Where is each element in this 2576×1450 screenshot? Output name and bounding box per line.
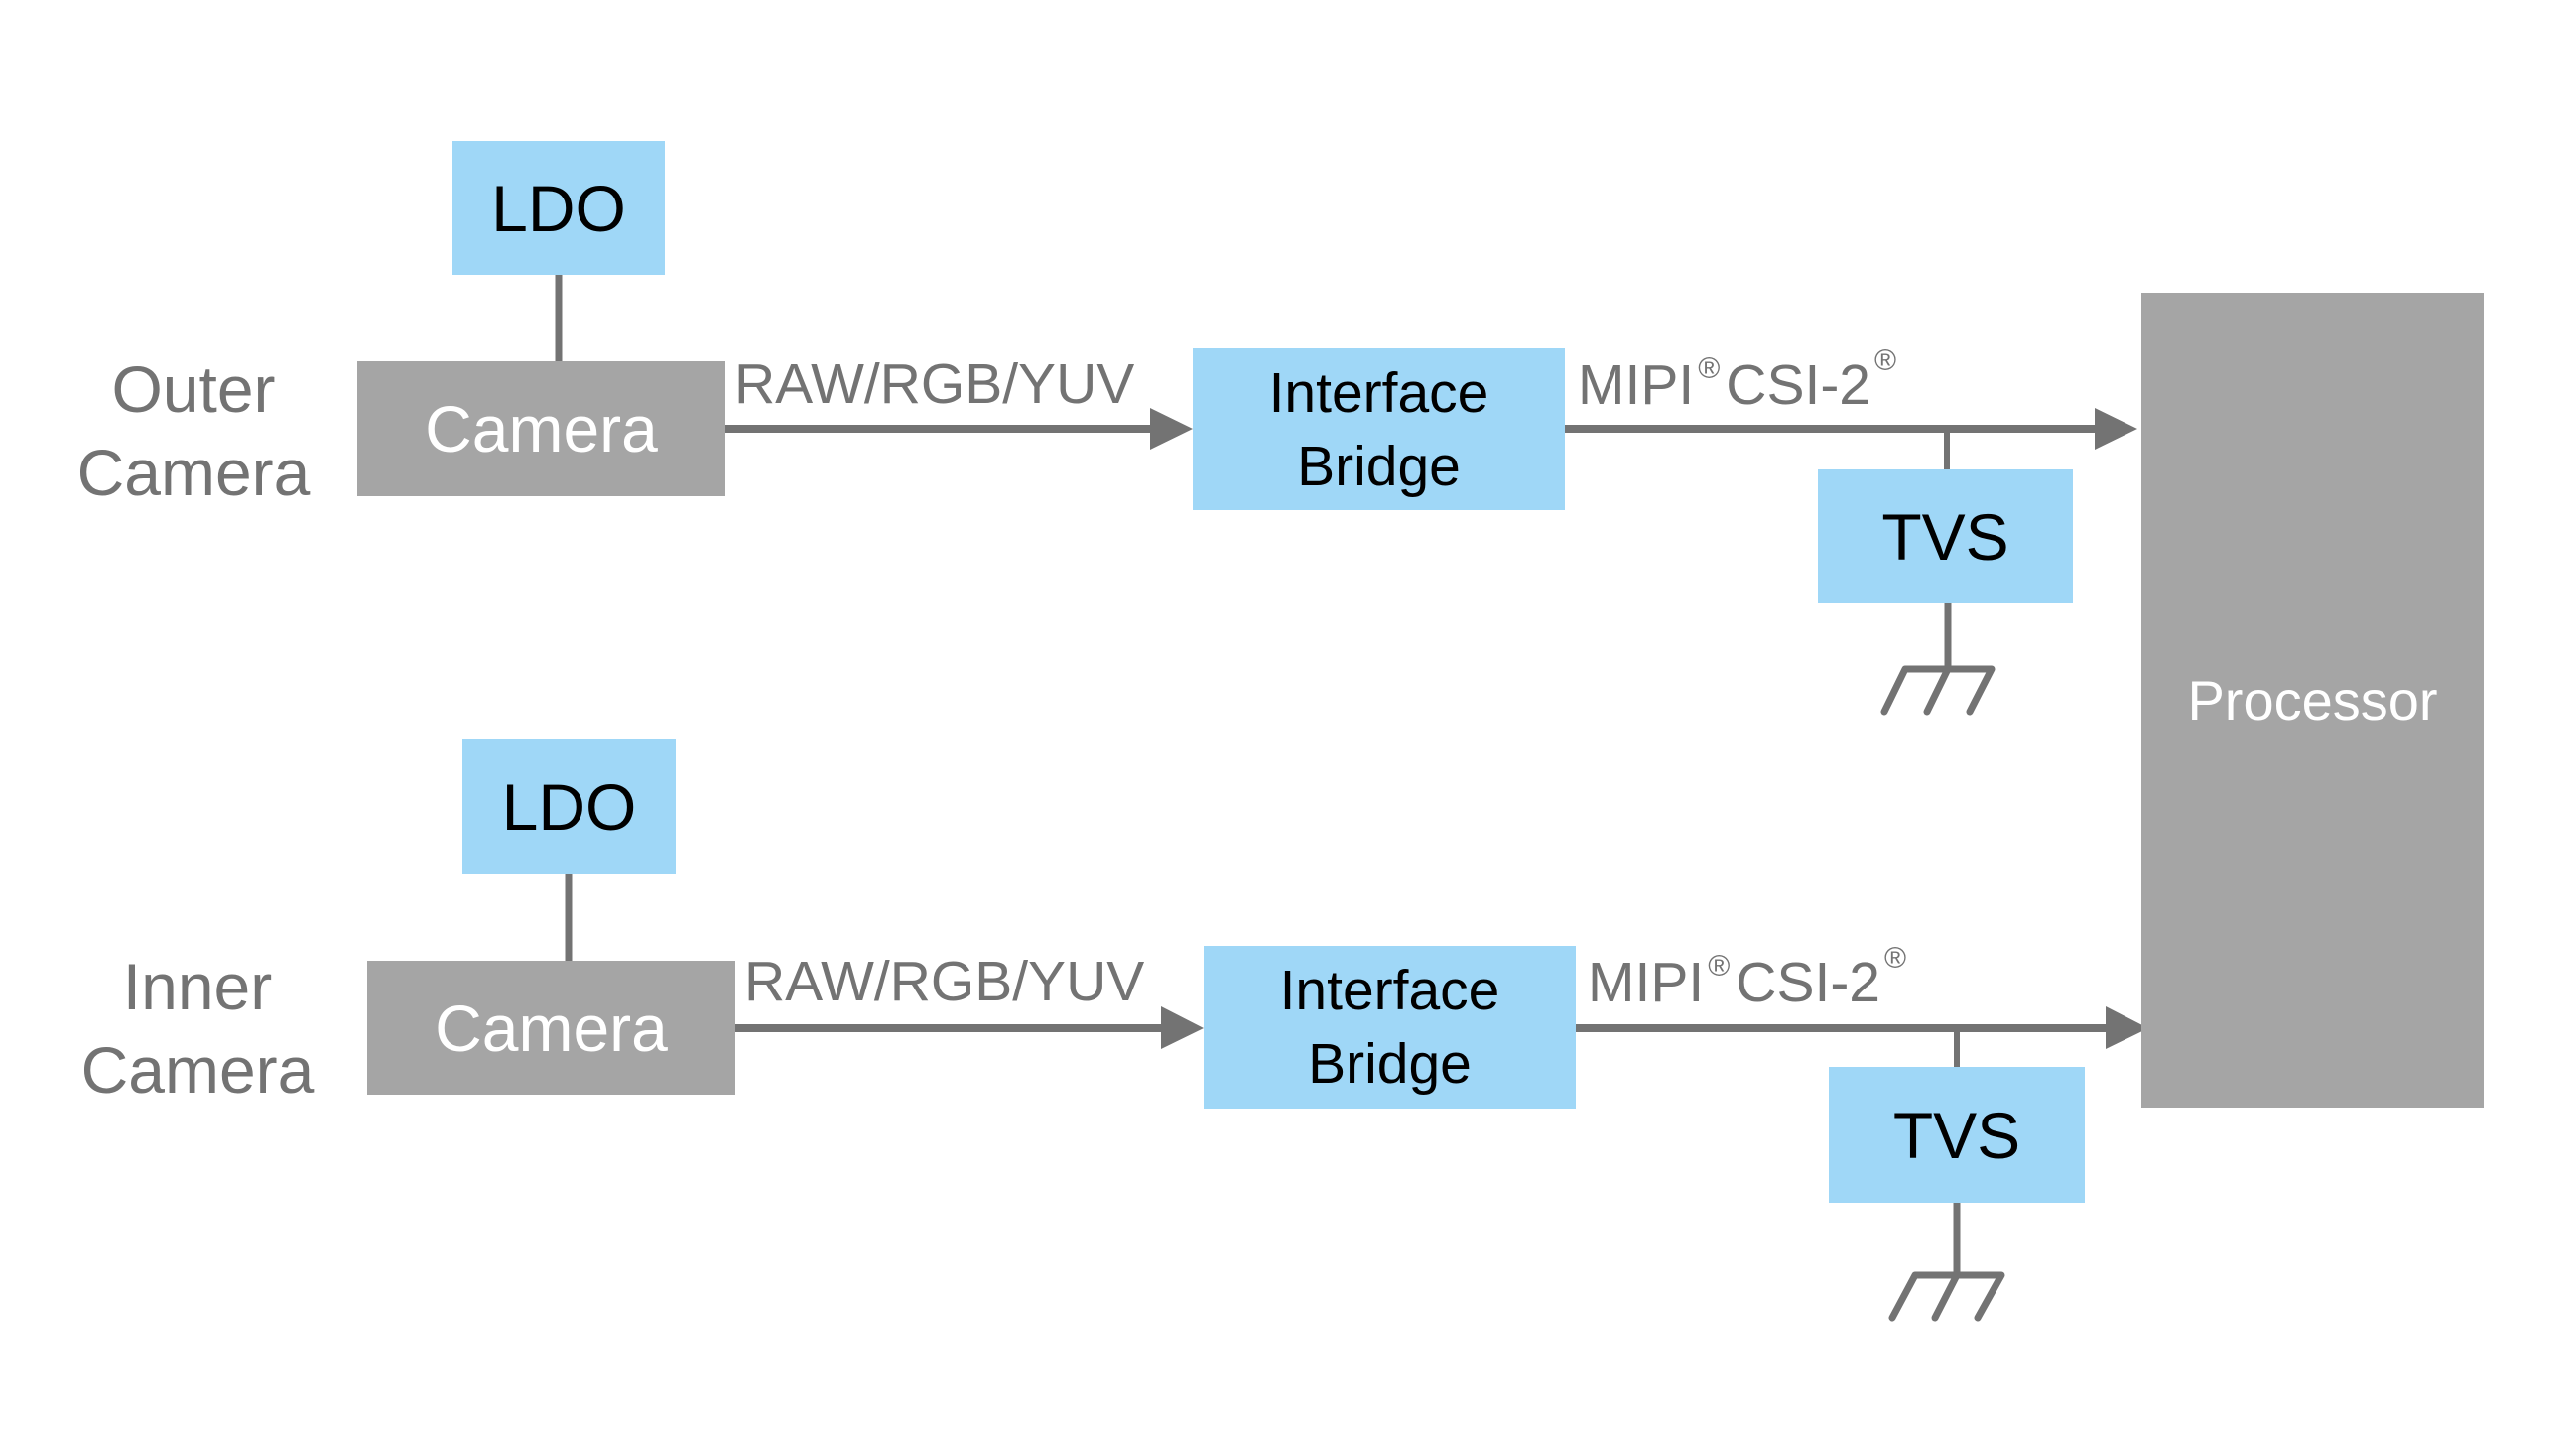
inner-data-format-label: RAW/RGB/YUV xyxy=(744,950,1145,1013)
outer-ldo-block[interactable]: LDO xyxy=(452,141,665,275)
processor-label: Processor xyxy=(2187,669,2438,731)
outer-tvs-block[interactable]: TVS xyxy=(1818,469,2073,603)
inner-csi2-text: CSI-2 xyxy=(1736,951,1880,1014)
outer-mipi-label: MIPI®CSI-2® xyxy=(1578,344,1902,425)
outer-side-label-line1: Outer xyxy=(111,352,276,426)
inner-camera-label: Camera xyxy=(435,990,668,1065)
inner-camera-side-label: Inner Camera xyxy=(64,945,331,1112)
inner-mipi-label: MIPI®CSI-2® xyxy=(1588,942,1912,1022)
outer-csi2-text: CSI-2 xyxy=(1726,353,1870,417)
inner-interface-bridge-block[interactable]: Interface Bridge xyxy=(1204,946,1576,1109)
processor-block[interactable]: Processor xyxy=(2141,293,2484,1108)
registered-mark-icon: ® xyxy=(1884,942,1907,975)
registered-mark-icon: ® xyxy=(1708,950,1731,983)
outer-tvs-label: TVS xyxy=(1881,499,2009,574)
outer-interface-bridge-block[interactable]: Interface Bridge xyxy=(1193,348,1565,510)
inner-bridge-label-line2: Bridge xyxy=(1308,1032,1472,1096)
outer-processor-arrowhead xyxy=(2095,408,2137,450)
outer-side-label-line2: Camera xyxy=(76,436,311,509)
inner-ldo-block[interactable]: LDO xyxy=(462,739,676,874)
inner-ldo-label: LDO xyxy=(501,770,637,844)
outer-bridge-label-line2: Bridge xyxy=(1297,434,1461,498)
outer-ground-icon xyxy=(1880,665,1996,716)
registered-mark-icon: ® xyxy=(1874,344,1897,377)
outer-mipi-text: MIPI xyxy=(1578,353,1695,417)
outer-camera-label: Camera xyxy=(425,392,658,465)
inner-mipi-text: MIPI xyxy=(1588,951,1705,1014)
inner-camera-block[interactable]: Camera xyxy=(367,961,735,1095)
outer-bridge-label-line1: Interface xyxy=(1268,360,1489,425)
inner-tvs-label: TVS xyxy=(1892,1098,2021,1172)
outer-camera-block[interactable]: Camera xyxy=(357,361,725,496)
inner-processor-arrowhead xyxy=(2106,1006,2148,1049)
outer-camera-arrowhead xyxy=(1150,408,1193,450)
outer-camera-side-label: Outer Camera xyxy=(60,347,327,514)
inner-side-label-line1: Inner xyxy=(122,950,273,1023)
outer-ldo-label: LDO xyxy=(491,171,626,245)
inner-side-label-line2: Camera xyxy=(80,1033,315,1107)
outer-data-format-label: RAW/RGB/YUV xyxy=(734,352,1135,416)
inner-camera-arrowhead xyxy=(1161,1006,1204,1049)
registered-mark-icon: ® xyxy=(1698,352,1721,385)
inner-tvs-block[interactable]: TVS xyxy=(1829,1067,2085,1203)
inner-bridge-label-line1: Interface xyxy=(1279,959,1500,1022)
inner-ground-icon xyxy=(1888,1271,2005,1322)
